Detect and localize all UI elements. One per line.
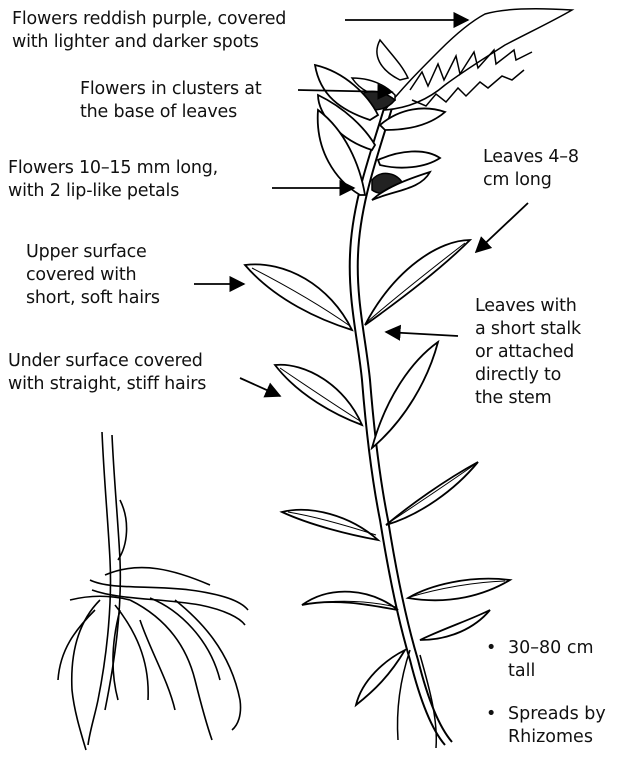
rhizome-roots <box>58 432 248 750</box>
arrow-under-surface <box>240 378 280 396</box>
bullet-icon: • <box>486 703 496 726</box>
label-flowers-color: Flowers reddish purple, covered with lig… <box>12 8 286 54</box>
label-leaves-stalk: Leaves with a short stalk or attached di… <box>475 295 581 410</box>
arrow-leaves-length <box>476 203 528 252</box>
label-leaves-length: Leaves 4–8 cm long <box>483 146 579 192</box>
label-flowers-size: Flowers 10–15 mm long, with 2 lip-like p… <box>8 157 218 203</box>
leaves <box>245 65 510 705</box>
label-upper-surface: Upper surface covered with short, soft h… <box>26 241 160 310</box>
label-flowers-clusters: Flowers in clusters at the base of leave… <box>80 78 262 124</box>
label-under-surface: Under surface covered with straight, sti… <box>8 350 206 396</box>
arrow-leaves-stalk <box>386 332 458 336</box>
bullet-icon: • <box>486 637 496 660</box>
